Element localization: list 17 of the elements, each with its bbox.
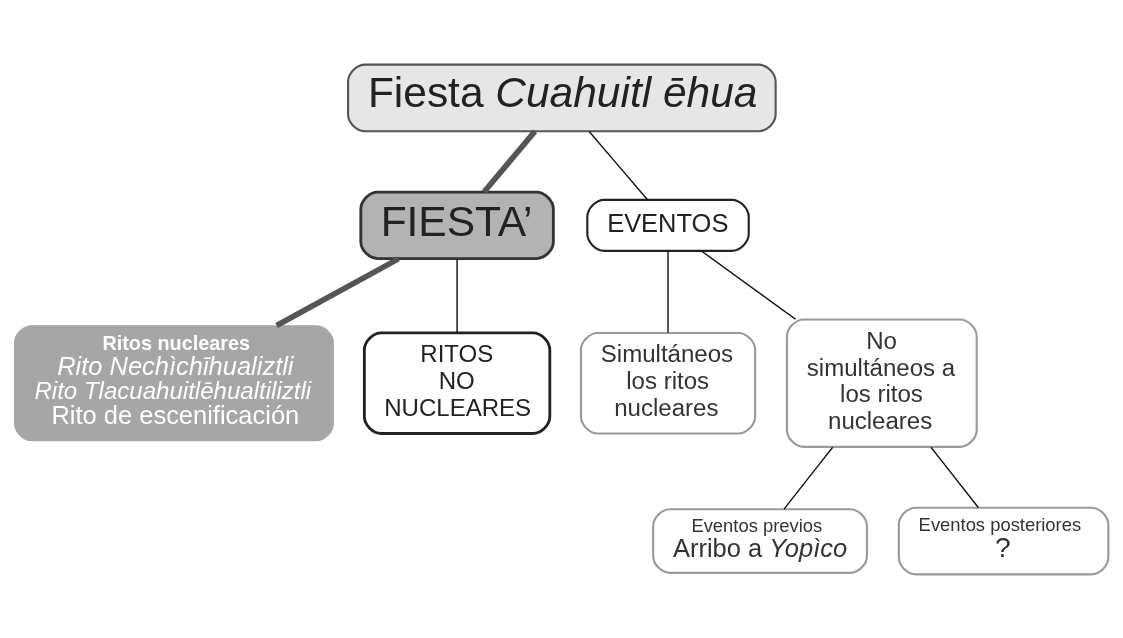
- connector: [588, 130, 649, 201]
- connector: [456, 257, 458, 333]
- node-box: Eventos posteriores ?: [897, 506, 1110, 575]
- node-box: Simultáneos los ritos nucleares: [579, 331, 757, 435]
- connector: [667, 249, 669, 333]
- node-box: No simultáneos a los ritos nucleares: [785, 317, 978, 448]
- node-box: RITOS NO NUCLEARES: [362, 331, 552, 435]
- node-box: Fiesta Cuahuitl ēhua: [347, 63, 777, 132]
- node-box: Eventos previos Arribo a Yopìco: [652, 507, 868, 574]
- node-box: Ritos nucleares Rito Nechìchīhualiztli Rito Tlacuahuitlēhualtiliztli Rito de escenificación: [13, 324, 334, 441]
- node-box: EVENTOS: [586, 198, 750, 252]
- connector: [930, 446, 979, 508]
- connector: [481, 129, 538, 194]
- connector: [700, 249, 797, 320]
- connector: [783, 446, 834, 510]
- node-box: FIESTA’: [359, 190, 555, 260]
- connector: [275, 255, 400, 328]
